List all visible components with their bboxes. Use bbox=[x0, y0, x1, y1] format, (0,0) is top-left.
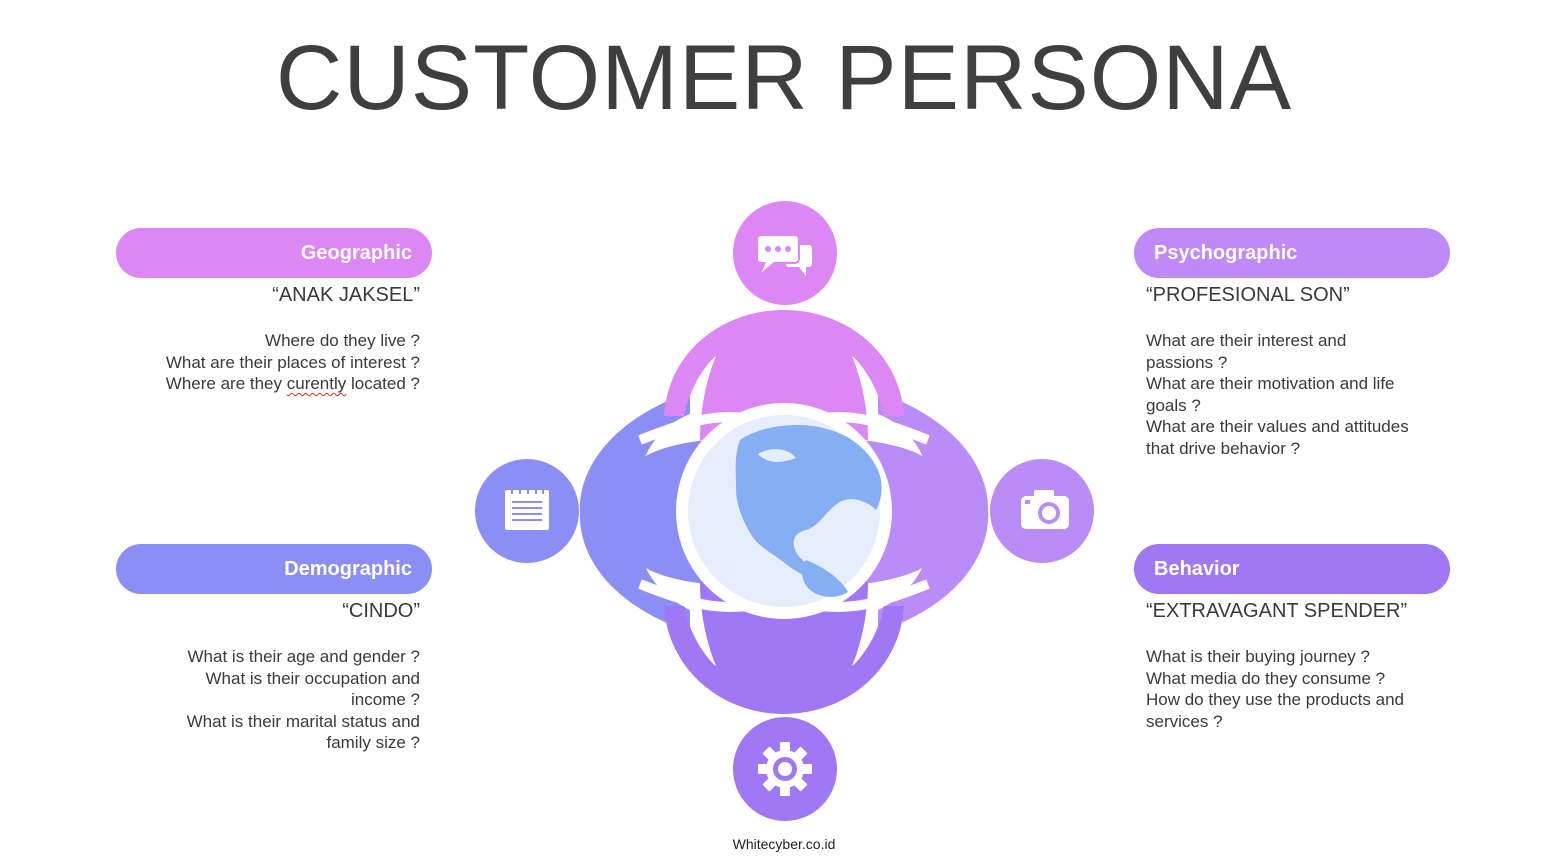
behavior-question: How do they use the products and bbox=[1146, 690, 1404, 710]
psychographic-header: Psychographic bbox=[1134, 228, 1450, 278]
demographic-question: family size ? bbox=[326, 733, 420, 753]
misspelled-word: curently bbox=[286, 374, 347, 394]
behavior-question: services ? bbox=[1146, 711, 1223, 731]
footer-credit: Whitecyber.co.id bbox=[732, 836, 836, 852]
psychographic-question: goals ? bbox=[1146, 395, 1201, 415]
geographic-question: Where are they curently located ? bbox=[165, 374, 420, 394]
psychographic-persona: “PROFESIONAL SON” bbox=[1146, 284, 1350, 306]
gear-icon bbox=[758, 742, 812, 796]
geographic-header: Geographic bbox=[116, 228, 432, 278]
geographic-questions: Where do they live ? What are their plac… bbox=[166, 330, 420, 395]
top-icon-circle bbox=[733, 201, 837, 305]
demographic-questions: What is their age and gender ? What is t… bbox=[187, 646, 420, 754]
behavior-header: Behavior bbox=[1134, 544, 1450, 594]
behavior-persona: “EXTRAVAGANT SPENDER” bbox=[1146, 600, 1408, 622]
page-title: CUSTOMER PERSONA bbox=[275, 27, 1293, 129]
geographic-question: Where do they live ? bbox=[265, 331, 420, 350]
demographic-persona: “CINDO” bbox=[342, 600, 420, 622]
bottom-icon-circle bbox=[733, 717, 837, 821]
behavior-label: Behavior bbox=[1154, 558, 1240, 580]
demographic-question: What is their age and gender ? bbox=[187, 647, 420, 666]
psychographic-question: What are their interest and bbox=[1146, 331, 1347, 350]
geographic-question: What are their places of interest ? bbox=[165, 352, 420, 372]
psychographic-questions: What are their interest and passions ? W… bbox=[1146, 330, 1409, 460]
chat-bubbles-icon bbox=[756, 234, 812, 276]
geographic-label: Geographic bbox=[300, 242, 412, 264]
psychographic-label: Psychographic bbox=[1154, 242, 1298, 264]
psychographic-question: What are their values and attitudes bbox=[1146, 417, 1409, 437]
psychographic-question: that drive behavior ? bbox=[1146, 438, 1301, 458]
psychographic-question: What are their motivation and life bbox=[1146, 374, 1395, 394]
behavior-question: What media do they consume ? bbox=[1146, 668, 1386, 688]
notepad-icon bbox=[505, 486, 549, 530]
globe-icon bbox=[676, 403, 892, 619]
demographic-label: Demographic bbox=[284, 558, 412, 580]
psychographic-question: passions ? bbox=[1146, 352, 1228, 372]
geographic-persona: “ANAK JAKSEL” bbox=[272, 284, 420, 306]
behavior-question: What is their buying journey ? bbox=[1146, 647, 1370, 666]
demographic-header: Demographic bbox=[116, 544, 432, 594]
demographic-question: What is their occupation and bbox=[205, 668, 420, 688]
behavior-questions: What is their buying journey ? What medi… bbox=[1146, 646, 1404, 732]
right-icon-circle bbox=[990, 459, 1094, 563]
demographic-question: What is their marital status and bbox=[186, 711, 420, 731]
left-icon-circle bbox=[475, 459, 579, 563]
demographic-question: income ? bbox=[351, 690, 420, 710]
camera-icon bbox=[1021, 490, 1069, 529]
